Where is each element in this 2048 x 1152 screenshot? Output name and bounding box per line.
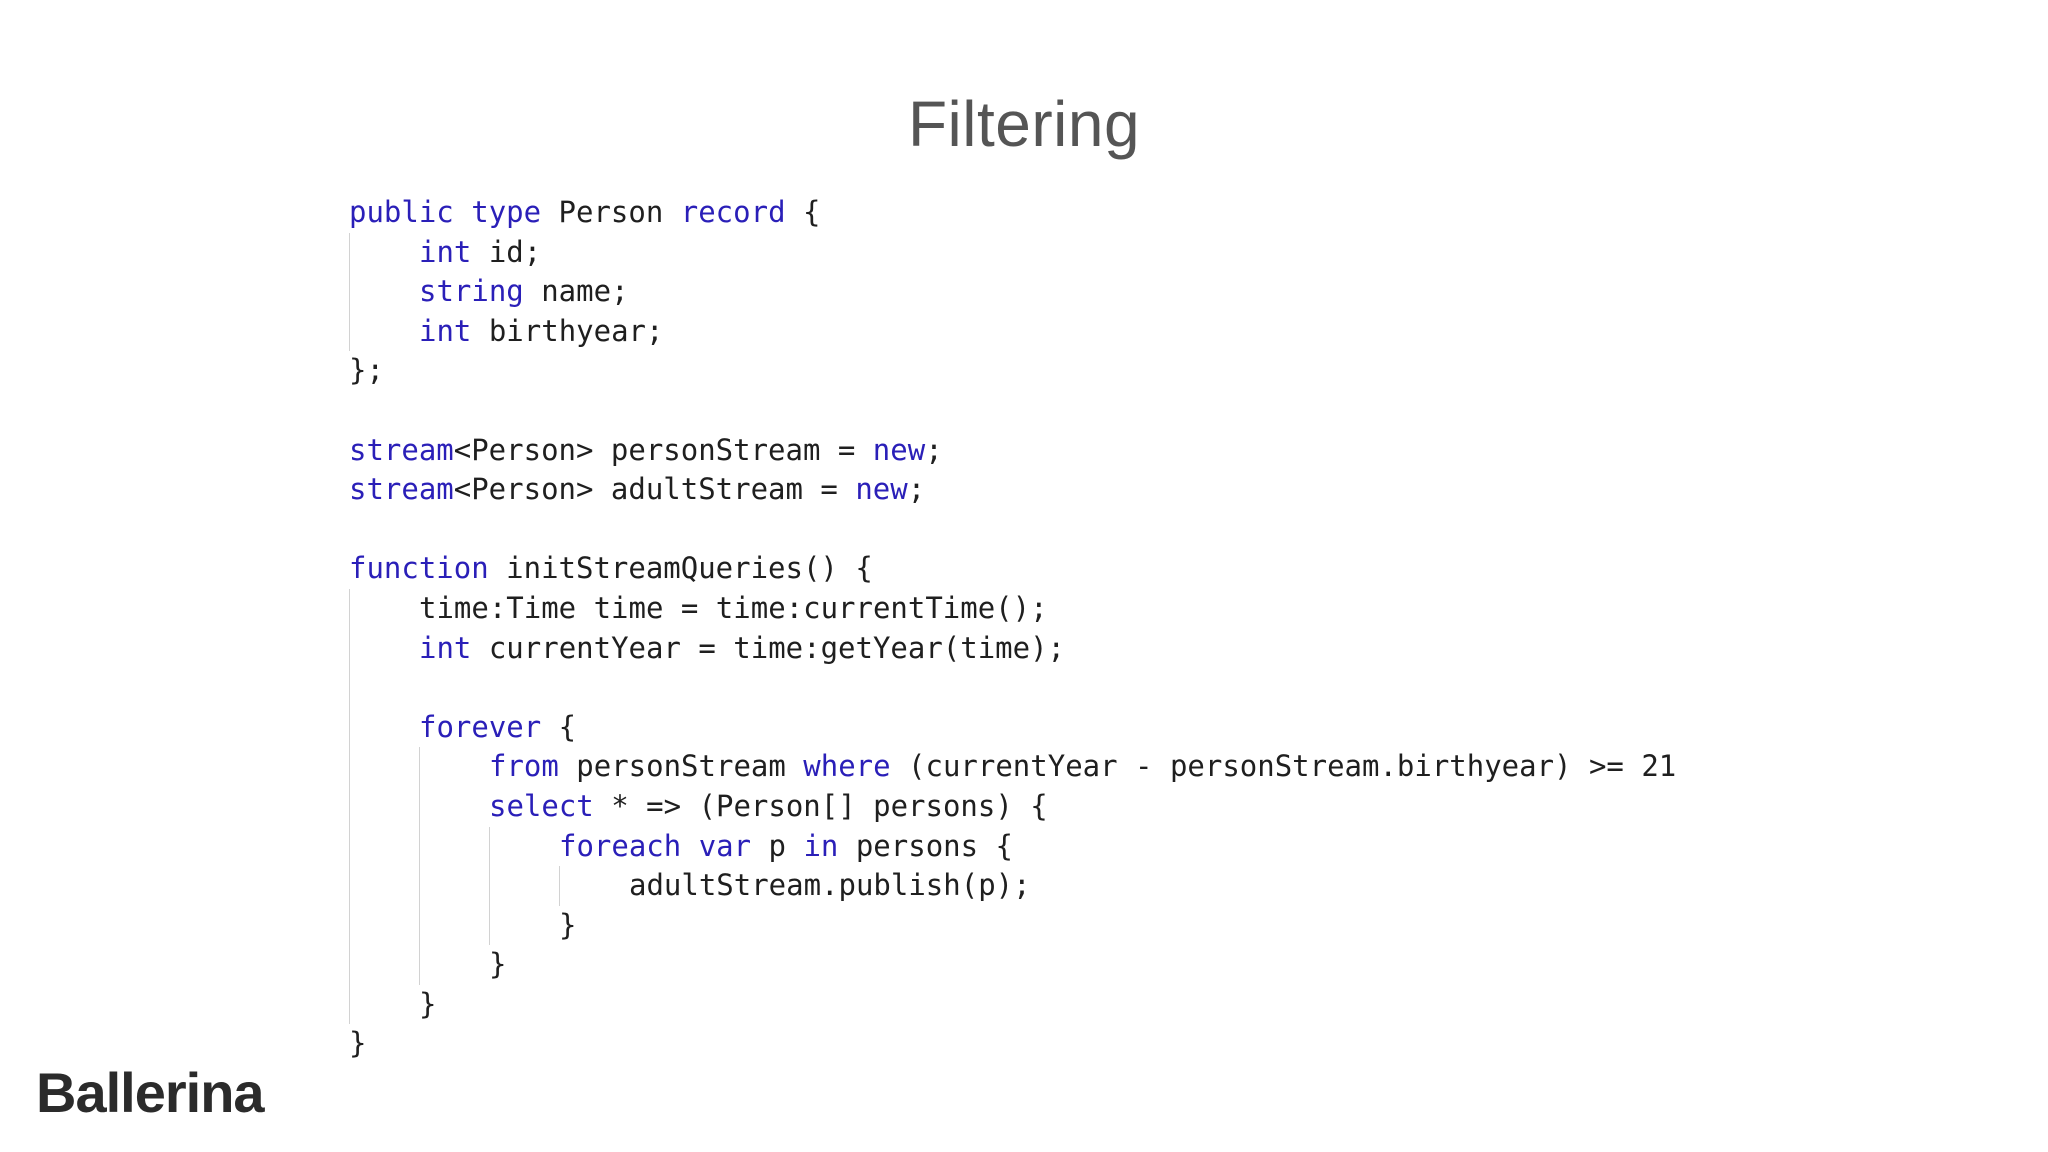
code-text: { [541, 709, 577, 744]
ballerina-logo-mark: Ballerina [36, 1064, 266, 1124]
code-text: p [751, 828, 804, 863]
code-line-content: }; [349, 351, 384, 391]
code-text: }; [349, 353, 384, 388]
code-keyword: forever [419, 709, 542, 744]
code-text: { [785, 195, 821, 229]
indent-guide [349, 232, 350, 273]
code-line-content: public type Person record { [349, 193, 820, 233]
code-line-content: } [559, 906, 576, 946]
code-text: } [419, 986, 437, 1021]
indent-guide [349, 628, 350, 669]
indent-guide [349, 588, 350, 629]
code-keyword: where [803, 749, 891, 784]
code-keyword: function [349, 551, 489, 586]
code-line-content: int currentYear = time:getYear(time); [419, 629, 1065, 669]
code-text: currentYear = time:getYear(time); [471, 630, 1066, 665]
code-text [454, 195, 471, 229]
indent-guide [349, 905, 350, 946]
code-text: * => (Person[] persons) { [593, 788, 1048, 823]
code-keyword: new [872, 432, 926, 467]
code-line-content: stream<Person> adultStream = new; [349, 470, 925, 510]
code-line-content: from personStream where (currentYear - p… [489, 747, 1676, 787]
code-keyword: in [803, 828, 839, 863]
indent-guide [349, 747, 350, 787]
code-text: (currentYear - personStream.birthyear) >… [890, 749, 1677, 784]
indent-guide [419, 905, 420, 946]
code-text: <Person> personStream = [453, 432, 873, 467]
indent-guide [349, 668, 350, 708]
code-text: birthyear; [471, 313, 664, 348]
code-line-content: foreach var p in persons { [559, 827, 1013, 867]
code-keyword: stream [349, 432, 454, 467]
code-text: initStreamQueries() { [488, 551, 873, 586]
code-keyword: record [680, 195, 786, 229]
code-keyword: type [471, 195, 542, 229]
indent-guide [349, 984, 350, 1025]
code-line-content: forever { [419, 708, 576, 748]
code-text: <Person> adultStream = [453, 472, 856, 507]
code-text: Person [541, 195, 681, 229]
slide-title: Filtering [907, 88, 1141, 160]
code-line-content: int id; [419, 233, 541, 273]
code-keyword: int [419, 313, 472, 348]
code-keyword: from [489, 749, 559, 784]
code-line-content: select * => (Person[] persons) { [489, 787, 1048, 827]
ballerina-logo-wordmark: Ballerina [36, 1064, 265, 1124]
code-text: time:Time time = time:currentTime(); [419, 590, 1048, 625]
code-text: } [349, 1026, 367, 1061]
code-keyword: stream [349, 472, 454, 507]
indent-guide [489, 866, 490, 906]
code-text: id; [471, 234, 542, 269]
code-line-content: int birthyear; [419, 312, 663, 352]
indent-guide [349, 826, 350, 867]
code-line-content: } [349, 1024, 366, 1064]
code-keyword: int [419, 630, 472, 665]
code-keyword: public [349, 195, 454, 229]
code-line-content: adultStream.publish(p); [629, 866, 1031, 906]
indent-guide [349, 866, 350, 906]
indent-guide [349, 707, 350, 748]
indent-guide [349, 272, 350, 312]
code-line-content: stream<Person> personStream = new; [349, 431, 943, 471]
code-keyword: select [489, 788, 594, 823]
indent-guide [349, 786, 350, 827]
indent-guide [419, 747, 420, 787]
code-text: } [559, 907, 577, 942]
code-text: personStream [558, 749, 804, 784]
code-line-content: } [419, 985, 436, 1025]
code-text: adultStream.publish(p); [629, 868, 1031, 903]
code-keyword: var [698, 828, 752, 863]
indent-guide [489, 826, 490, 867]
code-keyword: new [855, 472, 908, 507]
code-text: } [489, 947, 507, 982]
code-text: name; [523, 274, 629, 309]
code-line-content: time:Time time = time:currentTime(); [419, 589, 1048, 629]
code-line-content: string name; [419, 272, 629, 312]
indent-guide [349, 311, 350, 352]
code-keyword: foreach [559, 828, 682, 863]
indent-guide [419, 826, 420, 867]
code-line-content: } [489, 945, 506, 985]
indent-guide [559, 866, 560, 906]
code-text: ; [907, 472, 926, 507]
indent-guide [489, 905, 490, 946]
code-line-content: function initStreamQueries() { [349, 549, 873, 589]
indent-guide [419, 866, 420, 906]
code-text: persons { [838, 828, 1013, 863]
indent-guide [349, 945, 350, 985]
code-text [681, 829, 698, 863]
code-text: ; [925, 432, 943, 467]
indent-guide [419, 786, 420, 827]
code-keyword: string [419, 274, 524, 309]
indent-guide [419, 945, 420, 985]
code-keyword: int [419, 234, 472, 269]
